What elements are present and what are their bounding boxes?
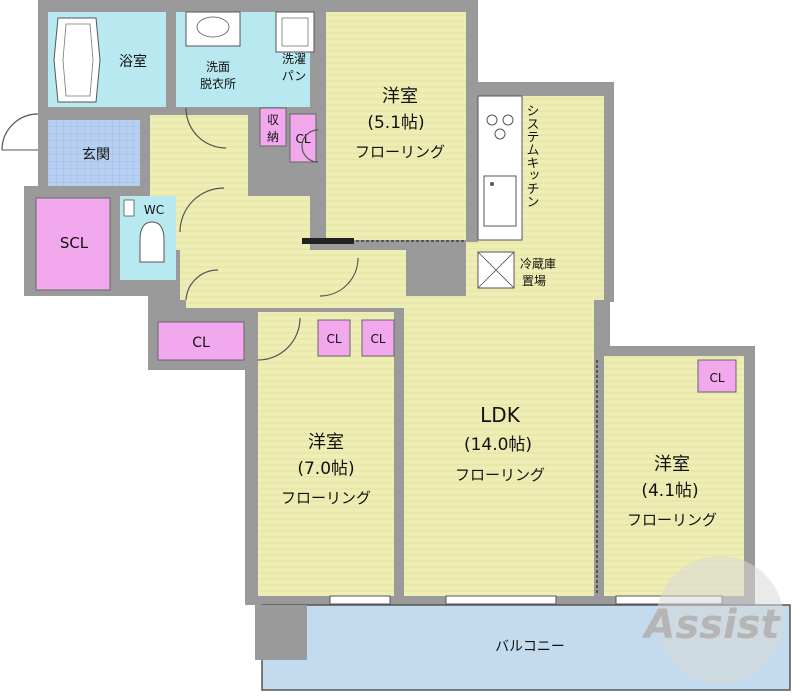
hall-closet: CL — [157, 321, 245, 361]
wc-label: WC — [144, 203, 164, 217]
western3-size: (4.1帖) — [641, 481, 698, 501]
washroom: 洗面 脱衣所 洗濯 パン — [176, 11, 315, 107]
ldk-size: (14.0帖) — [464, 435, 532, 455]
entrance: 玄関 — [1, 113, 140, 186]
western3-floor: フローリング — [627, 511, 717, 529]
western-room-2: CL CL 洋室 (7.0帖) フローリング — [257, 312, 395, 596]
system-kitchen: システムキッチン — [477, 95, 539, 241]
fridge-label-2: 置場 — [522, 274, 546, 288]
bath-label: 浴室 — [119, 53, 147, 70]
western3-name: 洋室 — [654, 454, 690, 475]
closet-label-2: CL — [192, 335, 210, 351]
scl-label: SCL — [60, 234, 89, 252]
storage: 収 納 — [259, 107, 287, 147]
shoe-closet: SCL — [35, 197, 111, 291]
closet-label-4: CL — [370, 332, 385, 346]
bathroom: 浴室 — [48, 12, 166, 107]
balcony-label: バルコニー — [495, 639, 565, 655]
washroom-label-2: 脱衣所 — [200, 76, 236, 91]
storage-label-2: 納 — [267, 130, 279, 144]
western2-floor: フローリング — [281, 489, 371, 507]
laundry-label-2: パン — [282, 69, 307, 83]
fridge-label-1: 冷蔵庫 — [520, 257, 556, 271]
assist-watermark: Assist — [641, 556, 784, 684]
ldk-floor: フローリング — [455, 466, 545, 484]
fridge-space: 冷蔵庫 置場 — [477, 251, 556, 289]
western-room-1: CL 洋室 (5.1帖) フローリング — [289, 12, 466, 240]
western1-floor: フローリング — [355, 143, 445, 161]
watermark-text: Assist — [641, 602, 781, 648]
entrance-label: 玄関 — [82, 146, 110, 163]
door-swings — [179, 107, 359, 301]
closet-label-5: CL — [709, 371, 724, 385]
toilet: WC — [120, 196, 176, 280]
western1-name: 洋室 — [382, 86, 418, 107]
closet-label-3: CL — [326, 332, 341, 346]
western2-name: 洋室 — [308, 432, 344, 453]
western-room-3: CL 洋室 (4.1帖) フローリング — [604, 356, 744, 596]
ldk-name: LDK — [480, 403, 521, 427]
washroom-label-1: 洗面 — [206, 60, 230, 74]
laundry-label-1: 洗濯 — [282, 52, 306, 66]
storage-label-1: 収 — [267, 113, 279, 127]
kitchen-label: システムキッチン — [524, 104, 539, 208]
western2-size: (7.0帖) — [297, 459, 354, 479]
western1-size: (5.1帖) — [367, 113, 424, 133]
